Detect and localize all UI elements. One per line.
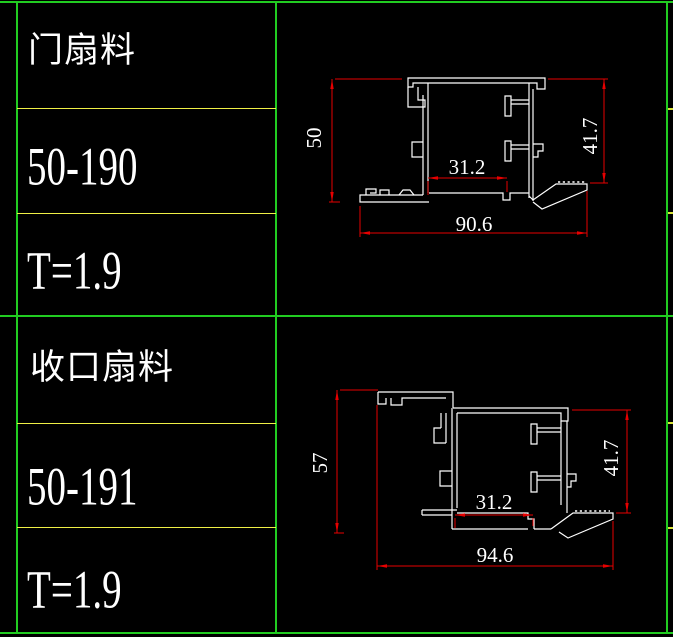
dim-side-height-2[interactable]: 41.7 [599, 440, 623, 477]
cell-profile-name-2[interactable]: 收口扇料 [30, 348, 175, 387]
dim-overall-width-1[interactable]: 90.6 [456, 212, 493, 236]
dim-overall-height-2[interactable]: 57 [308, 453, 332, 474]
table-border-bottom [0, 632, 673, 634]
row-separator-2 [17, 213, 276, 214]
profile-section-50-190[interactable]: 50 41.7 31.2 90.6 [302, 77, 608, 237]
cell-profile-code-1[interactable]: 50-190 [27, 135, 138, 197]
table-border-middle [0, 315, 673, 317]
table-vline-left [16, 1, 18, 634]
dim-inner-width-2[interactable]: 31.2 [476, 490, 513, 514]
dim-side-height-1[interactable]: 41.7 [578, 118, 602, 155]
row-separator-tick-4 [668, 527, 673, 529]
cell-profile-code-2[interactable]: 50-191 [27, 455, 138, 517]
cell-profile-thickness-2[interactable]: T=1.9 [27, 558, 122, 620]
row-separator-4 [17, 527, 276, 528]
dim-overall-width-2[interactable]: 94.6 [477, 543, 514, 567]
profile-section-50-191[interactable]: 57 41.7 31.2 94.6 [308, 389, 631, 570]
cell-profile-name-1[interactable]: 门扇料 [28, 31, 137, 70]
table-vline-divider [275, 1, 277, 634]
row-separator-3 [17, 423, 276, 424]
table-border-top [0, 1, 673, 3]
cell-profile-thickness-1[interactable]: T=1.9 [27, 239, 122, 301]
row-separator-tick-1 [668, 108, 673, 110]
row-separator-1 [17, 108, 276, 109]
dim-inner-width-1[interactable]: 31.2 [449, 155, 486, 179]
row-separator-tick-2 [668, 212, 673, 214]
dim-overall-height-1[interactable]: 50 [302, 128, 326, 149]
row-separator-tick-3 [668, 422, 673, 424]
table-vline-right [666, 1, 668, 634]
